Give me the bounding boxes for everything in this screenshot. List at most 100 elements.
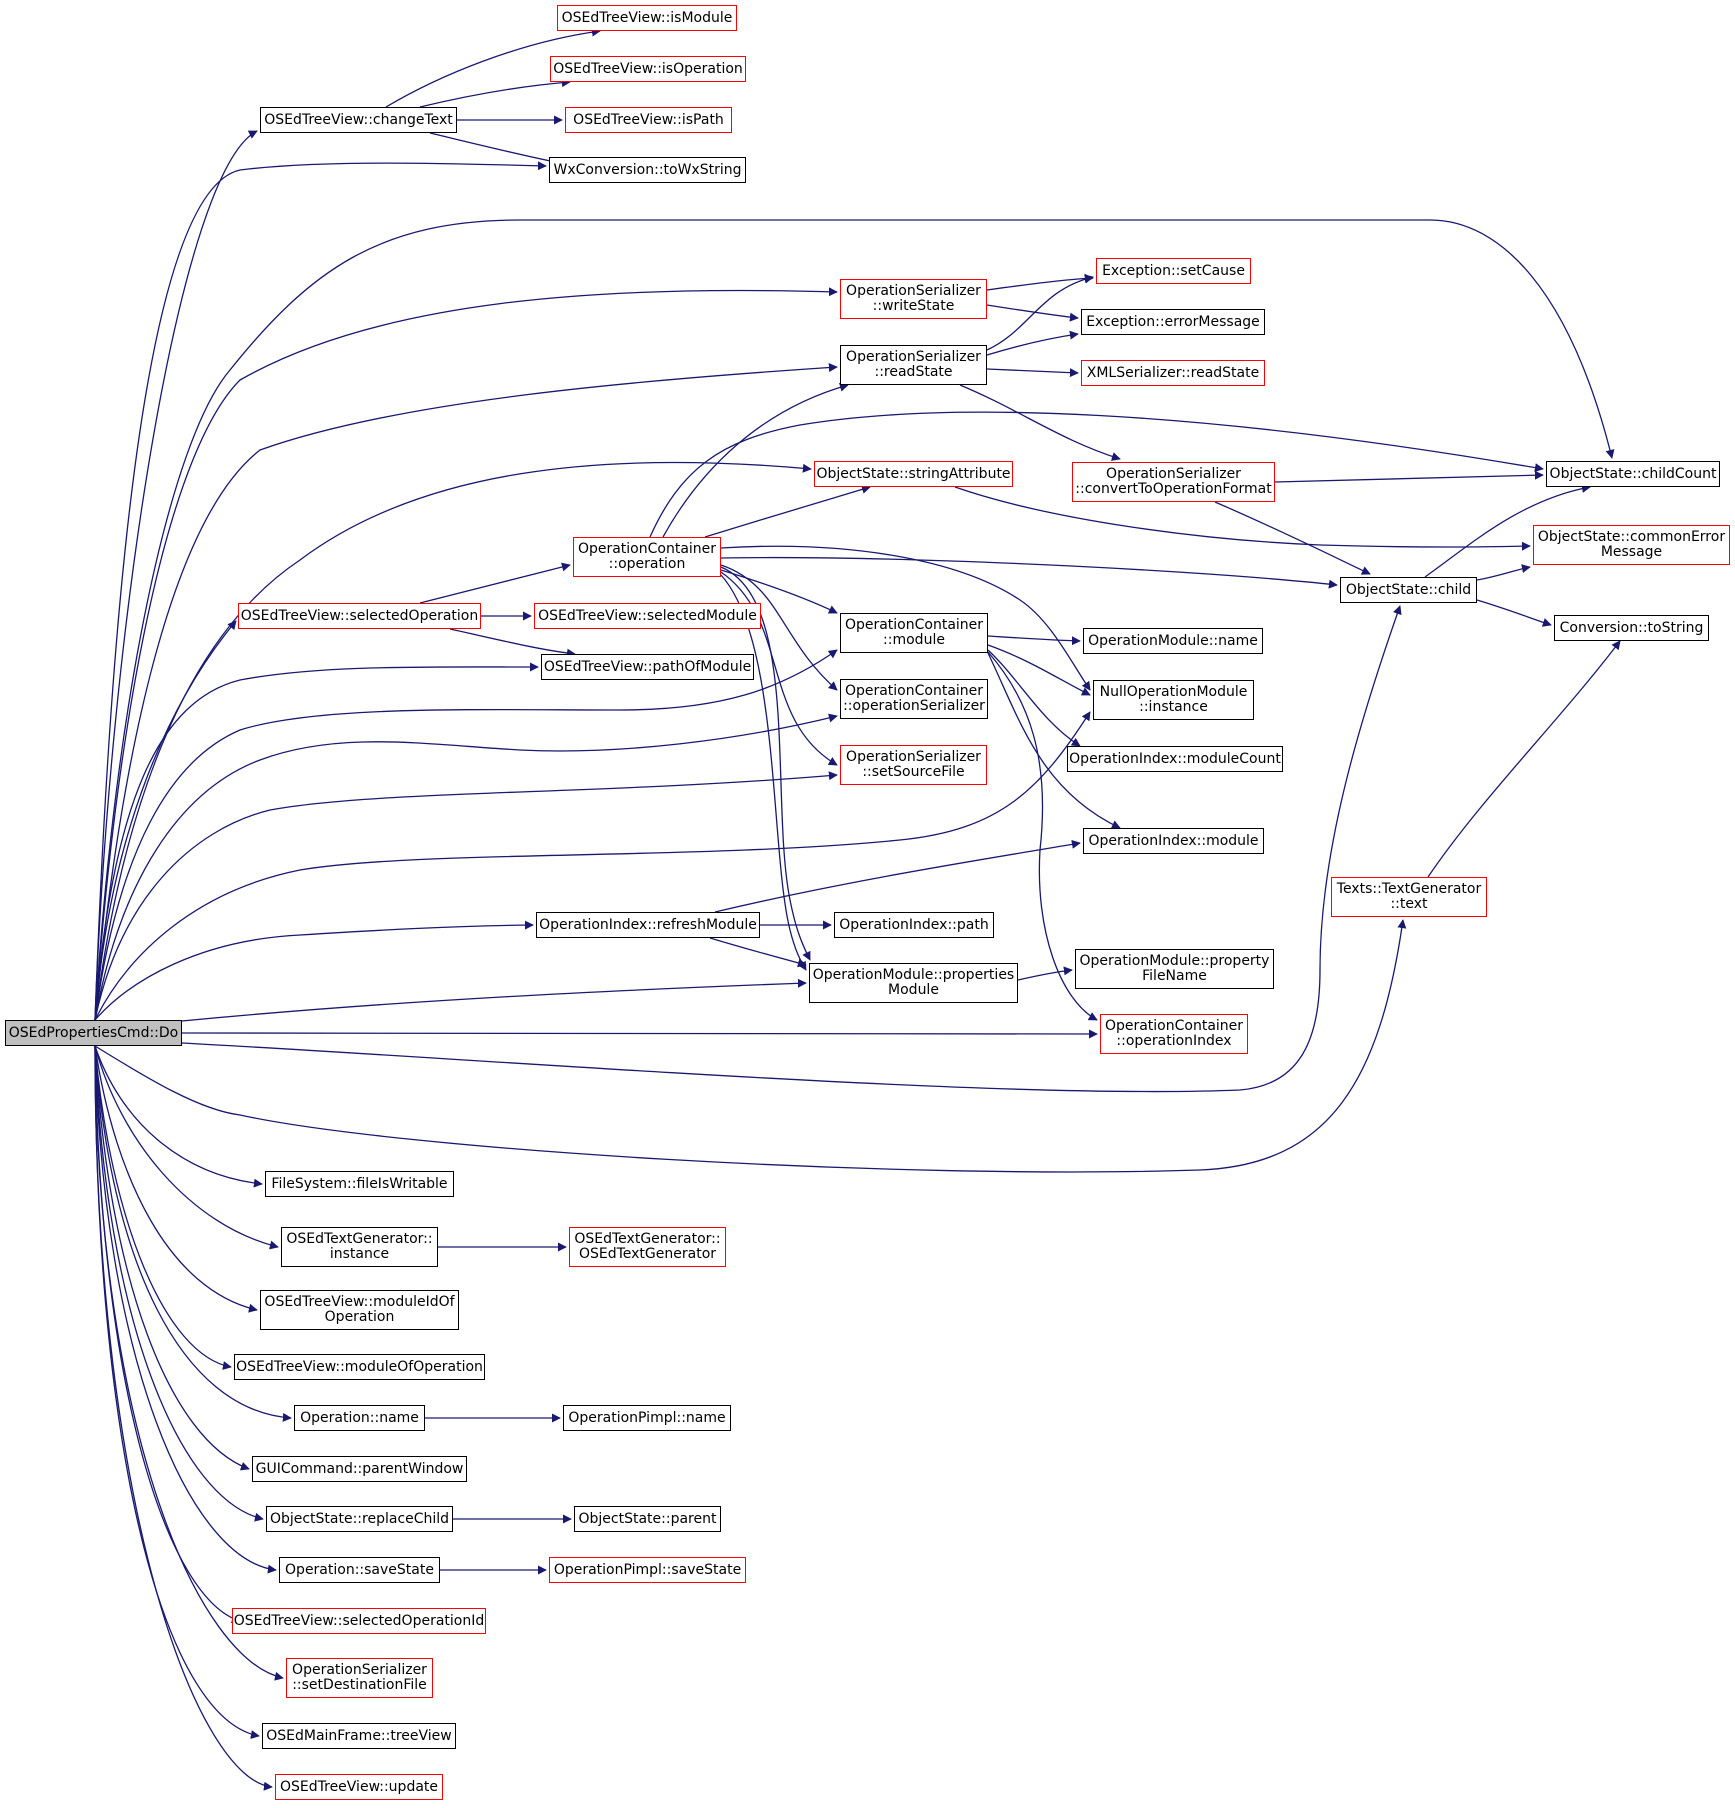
edge-ocoperation-child (720, 556, 1338, 589)
edge-root-setsourcefile (94, 771, 838, 1021)
node-label: OSEdTreeView::selectedOperation (240, 607, 479, 624)
edge-root-operationname (94, 1045, 292, 1422)
node-label: OSEdMainFrame::treeView (266, 1727, 452, 1744)
node-tree-view[interactable]: OSEdMainFrame::treeView (262, 1723, 456, 1749)
edge-root-opsavestate (94, 1045, 277, 1574)
edge-root-childcount (94, 219, 1615, 1021)
edge-ocmodule-nullominstance (987, 644, 1091, 696)
node-operation-save-state[interactable]: Operation::saveState (279, 1557, 440, 1583)
node-properties-module[interactable]: OperationModule::properties Module (809, 963, 1018, 1003)
node-label: Exception::setCause (1102, 262, 1245, 279)
node-object-state-parent[interactable]: ObjectState::parent (574, 1506, 721, 1532)
node-refresh-module[interactable]: OperationIndex::refreshModule (536, 912, 760, 938)
node-child[interactable]: ObjectState::child (1340, 577, 1477, 603)
node-label: ObjectState::childCount (1549, 465, 1717, 482)
node-operation-name[interactable]: Operation::name (294, 1405, 425, 1431)
node-is-path[interactable]: OSEdTreeView::isPath (565, 107, 732, 133)
node-label: Texts::TextGenerator ::text (1336, 881, 1482, 912)
node-operation-module-name[interactable]: OperationModule::name (1083, 628, 1263, 654)
node-error-message[interactable]: Exception::errorMessage (1081, 309, 1265, 335)
node-oc-operation-index[interactable]: OperationContainer ::operationIndex (1100, 1014, 1248, 1054)
edge-root-nullominstance (94, 711, 1091, 1021)
node-label: OperationContainer ::operationSerializer (843, 683, 985, 714)
node-label: XMLSerializer::readState (1086, 364, 1260, 381)
node-path-of-module[interactable]: OSEdTreeView::pathOfModule (541, 654, 754, 680)
edge-selectedoperation-pathofmodule (449, 628, 576, 658)
edge-refreshmodule-oimodule (714, 839, 1081, 913)
node-label: OperationPimpl::name (568, 1409, 726, 1426)
node-file-is-writable[interactable]: FileSystem::fileIsWritable (265, 1171, 454, 1197)
node-replace-child[interactable]: ObjectState::replaceChild (266, 1506, 453, 1532)
edge-child-childcount (1424, 484, 1591, 578)
edge-readstate-converttoopformat (959, 384, 1121, 461)
node-operation-index-module[interactable]: OperationIndex::module (1083, 828, 1264, 854)
node-oc-module[interactable]: OperationContainer ::module (840, 613, 988, 653)
node-label: OperationIndex::moduleCount (1069, 750, 1281, 767)
edge-root-textgentext (94, 919, 1407, 1173)
node-parent-window[interactable]: GUICommand::parentWindow (252, 1456, 467, 1482)
edge-root-ocopserializer (94, 713, 838, 1021)
edge-root-writestate (94, 287, 838, 1021)
edge-root-child (181, 605, 1402, 1093)
node-oc-operation-serializer[interactable]: OperationContainer ::operationSerializer (840, 679, 988, 719)
node-set-source-file[interactable]: OperationSerializer ::setSourceFile (840, 745, 987, 785)
node-module-of-operation[interactable]: OSEdTreeView::moduleOfOperation (234, 1354, 485, 1380)
node-child-count[interactable]: ObjectState::childCount (1546, 461, 1720, 487)
edge-root-towxstring (94, 161, 547, 1021)
node-change-text[interactable]: OSEdTreeView::changeText (260, 107, 457, 133)
node-osed-text-generator-instance[interactable]: OSEdTextGenerator:: instance (281, 1227, 438, 1267)
node-root[interactable]: OSEdPropertiesCmd::Do (5, 1020, 182, 1046)
node-selected-operation[interactable]: OSEdTreeView::selectedOperation (238, 603, 481, 629)
node-label: OperationSerializer ::readState (846, 349, 981, 380)
node-label: OperationIndex::path (839, 916, 989, 933)
node-label: OperationSerializer ::writeState (846, 283, 981, 314)
node-tree-view-update[interactable]: OSEdTreeView::update (275, 1774, 443, 1800)
node-label: OSEdTextGenerator:: OSEdTextGenerator (574, 1231, 721, 1262)
node-set-cause[interactable]: Exception::setCause (1096, 258, 1251, 284)
node-label: ObjectState::replaceChild (269, 1510, 450, 1527)
node-string-attribute[interactable]: ObjectState::stringAttribute (814, 461, 1013, 487)
node-common-error-message[interactable]: ObjectState::commonError Message (1533, 525, 1730, 565)
node-module-id-of-operation[interactable]: OSEdTreeView::moduleIdOf Operation (260, 1290, 459, 1330)
node-label: Exception::errorMessage (1086, 313, 1260, 330)
node-xml-read-state[interactable]: XMLSerializer::readState (1081, 360, 1265, 386)
edge-stringattribute-commonerrormessage (954, 486, 1531, 551)
node-selected-module[interactable]: OSEdTreeView::selectedModule (534, 603, 761, 629)
node-label: OSEdTreeView::moduleIdOf Operation (264, 1294, 455, 1325)
node-label: OSEdTreeView::changeText (264, 111, 453, 128)
node-is-operation[interactable]: OSEdTreeView::isOperation (550, 56, 746, 82)
edge-ocoperation-readstate (662, 382, 849, 538)
node-osed-text-generator-ctor[interactable]: OSEdTextGenerator:: OSEdTextGenerator (569, 1227, 726, 1267)
node-conversion-to-string[interactable]: Conversion::toString (1554, 615, 1709, 641)
node-read-state[interactable]: OperationSerializer ::readState (840, 345, 987, 385)
edge-changetext-isoperation (419, 78, 571, 108)
node-null-operation-module-instance[interactable]: NullOperationModule ::instance (1093, 680, 1254, 720)
node-set-destination-file[interactable]: OperationSerializer ::setDestinationFile (286, 1658, 433, 1698)
edge-writestate-setcause (986, 273, 1094, 291)
node-label: OSEdTreeView::selectedModule (538, 607, 757, 624)
edge-ocoperation-propertiesmodule (720, 574, 807, 971)
edge-ocmodule-modulecount (987, 649, 1081, 747)
edge-root-changetext (94, 130, 258, 1021)
node-property-file-name[interactable]: OperationModule::property FileName (1075, 949, 1274, 989)
node-text-generator-text[interactable]: Texts::TextGenerator ::text (1331, 877, 1487, 917)
node-operation-index-path[interactable]: OperationIndex::path (834, 912, 994, 938)
node-label: WxConversion::toWxString (553, 161, 742, 178)
node-selected-operation-id[interactable]: OSEdTreeView::selectedOperationId (232, 1608, 486, 1634)
node-convert-to-operation-format[interactable]: OperationSerializer ::convertToOperation… (1072, 462, 1275, 502)
node-label: ObjectState::child (1345, 581, 1472, 598)
node-operation-pimpl-name[interactable]: OperationPimpl::name (563, 1405, 731, 1431)
edge-root-moduleofoperation (94, 1045, 232, 1370)
node-label: OSEdTreeView::selectedOperationId (233, 1612, 485, 1629)
node-write-state[interactable]: OperationSerializer ::writeState (840, 279, 987, 319)
node-pimpl-save-state[interactable]: OperationPimpl::saveState (549, 1557, 746, 1583)
edge-root-refreshmodule (94, 920, 534, 1021)
node-to-wx-string[interactable]: WxConversion::toWxString (549, 157, 746, 183)
node-label: OperationIndex::refreshModule (539, 916, 757, 933)
node-is-module[interactable]: OSEdTreeView::isModule (557, 5, 737, 31)
edge-ocoperation-stringattribute (704, 485, 871, 538)
node-label: OperationSerializer ::setSourceFile (846, 749, 981, 780)
node-module-count[interactable]: OperationIndex::moduleCount (1067, 746, 1283, 772)
node-oc-operation[interactable]: OperationContainer ::operation (573, 537, 721, 577)
